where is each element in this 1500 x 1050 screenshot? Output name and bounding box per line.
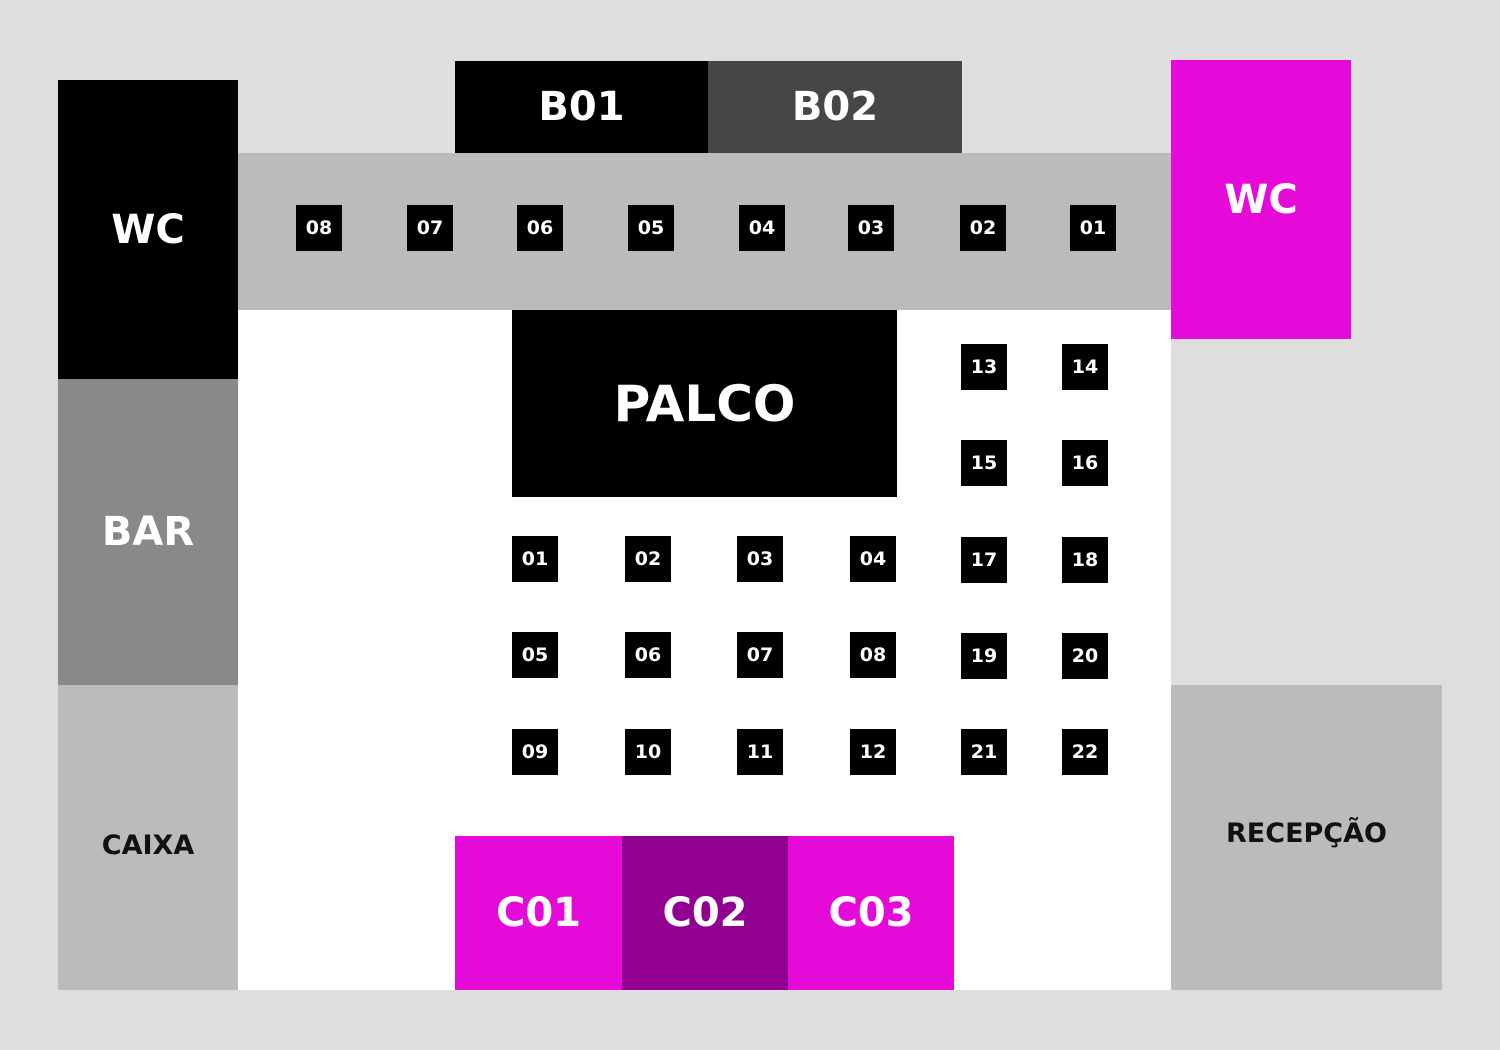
palco-stage[interactable]: PALCO	[512, 310, 897, 497]
wc-left-zone[interactable]: WC	[58, 80, 238, 379]
floor-table[interactable]: 10	[625, 729, 671, 775]
floor-table[interactable]: 12	[850, 729, 896, 775]
floor-table[interactable]: 22	[1062, 729, 1108, 775]
corridor-table[interactable]: 05	[628, 205, 674, 251]
floor-table[interactable]: 21	[961, 729, 1007, 775]
floor-table[interactable]: 14	[1062, 344, 1108, 390]
wc-left-label: WC	[111, 206, 185, 253]
corridor-table[interactable]: 08	[296, 205, 342, 251]
floor-table[interactable]: 16	[1062, 440, 1108, 486]
bar-label: BAR	[101, 509, 195, 555]
b02-label: B02	[791, 84, 879, 130]
corridor	[238, 153, 1171, 310]
floor-table[interactable]: 04	[850, 536, 896, 582]
corridor-table[interactable]: 02	[960, 205, 1006, 251]
c02-label: C02	[662, 890, 748, 936]
corridor-table[interactable]: 01	[1070, 205, 1116, 251]
floor-table[interactable]: 08	[850, 632, 896, 678]
wc-right-zone[interactable]: WC	[1171, 60, 1351, 339]
palco-label: PALCO	[613, 374, 796, 433]
b01-zone[interactable]: B01	[455, 61, 708, 153]
floor-table[interactable]: 15	[961, 440, 1007, 486]
floor-table[interactable]: 17	[961, 537, 1007, 583]
floor-table[interactable]: 05	[512, 632, 558, 678]
caixa-zone[interactable]: CAIXA	[58, 685, 238, 990]
corridor-table[interactable]: 04	[739, 205, 785, 251]
floor-table[interactable]: 18	[1062, 537, 1108, 583]
c03-zone[interactable]: C03	[788, 836, 954, 990]
c02-zone[interactable]: C02	[622, 836, 788, 990]
floor-table[interactable]: 20	[1062, 633, 1108, 679]
floor-table[interactable]: 19	[961, 633, 1007, 679]
b01-label: B01	[538, 84, 625, 130]
c03-label: C03	[828, 890, 914, 936]
corridor-table[interactable]: 06	[517, 205, 563, 251]
floor-table[interactable]: 09	[512, 729, 558, 775]
floor-table[interactable]: 03	[737, 536, 783, 582]
b02-zone[interactable]: B02	[708, 61, 962, 153]
floor-table[interactable]: 13	[961, 344, 1007, 390]
floor-table[interactable]: 11	[737, 729, 783, 775]
corridor-table[interactable]: 07	[407, 205, 453, 251]
floor-table[interactable]: 01	[512, 536, 558, 582]
recepcao-zone[interactable]: RECEPÇÃO	[1171, 685, 1442, 990]
floor-table[interactable]: 02	[625, 536, 671, 582]
bar-zone[interactable]: BAR	[58, 379, 238, 685]
floor-table[interactable]: 06	[625, 632, 671, 678]
caixa-label: CAIXA	[101, 830, 195, 861]
corridor-table[interactable]: 03	[848, 205, 894, 251]
c01-label: C01	[495, 890, 582, 936]
recepcao-label: RECEPÇÃO	[1226, 818, 1387, 849]
wc-right-label: WC	[1224, 176, 1298, 223]
floor-table[interactable]: 07	[737, 632, 783, 678]
c01-zone[interactable]: C01	[455, 836, 622, 990]
